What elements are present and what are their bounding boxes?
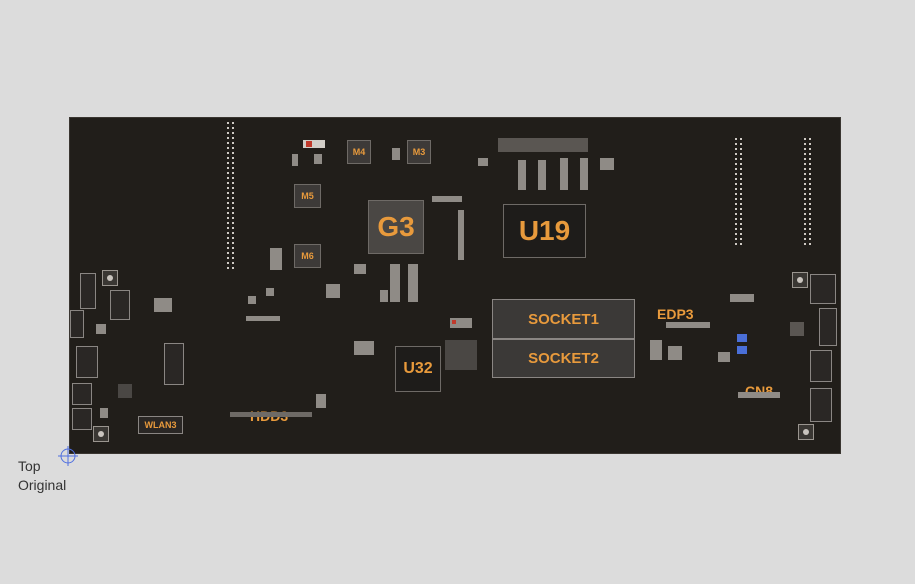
connector-right-4[interactable]: [810, 388, 832, 422]
component: [668, 346, 682, 360]
socket2[interactable]: SOCKET2: [492, 339, 635, 378]
component: [738, 392, 780, 398]
component: [790, 322, 804, 336]
chip-m5[interactable]: M5: [294, 184, 321, 208]
connector-left-3[interactable]: [76, 346, 98, 378]
chip-g3[interactable]: G3: [368, 200, 424, 254]
pcb-board[interactable]: G3 U19 U32 M4 M3 M5 M6 SOCKET1 SOCKET2 E…: [69, 117, 841, 454]
chip-m6[interactable]: M6: [294, 244, 321, 268]
connector-right-1[interactable]: [810, 274, 836, 304]
component-blue: [737, 334, 747, 342]
component: [560, 158, 568, 190]
view-mode-label: Original: [18, 477, 67, 493]
connector-right-3[interactable]: [810, 350, 832, 382]
label-edp3[interactable]: EDP3: [657, 306, 694, 322]
view-side-label: Top: [18, 458, 41, 474]
component: [650, 340, 662, 360]
pin-header-right-a: [735, 138, 737, 248]
component: [538, 160, 546, 190]
component: [580, 158, 588, 190]
component: [458, 210, 464, 260]
component: [354, 264, 366, 274]
component: [380, 290, 388, 302]
ic-left-long[interactable]: [164, 343, 184, 385]
component: [248, 296, 256, 304]
mount-hole-right-top: [792, 272, 808, 288]
component: [392, 148, 400, 160]
component: [246, 316, 280, 321]
component: [326, 284, 340, 298]
component: [718, 352, 730, 362]
mount-hole-left-top: [102, 270, 118, 286]
component: [316, 394, 326, 408]
component: [354, 341, 374, 355]
chip-m3[interactable]: M3: [407, 140, 431, 164]
resistor: [303, 140, 325, 148]
component: [666, 322, 710, 328]
component: [600, 158, 614, 170]
component: [518, 160, 526, 190]
component: [432, 196, 462, 202]
connector-wlan3[interactable]: WLAN3: [138, 416, 183, 434]
connector-left-4[interactable]: [72, 383, 92, 405]
component: [730, 294, 754, 302]
chip-u32[interactable]: U32: [395, 346, 441, 392]
pin-header-right-b: [740, 138, 742, 248]
pin-header-right-c: [804, 138, 806, 248]
component: [408, 264, 418, 302]
component: [230, 412, 312, 417]
component: [390, 264, 400, 302]
component: [498, 138, 588, 152]
connector-right-2[interactable]: [819, 308, 837, 346]
component: [100, 408, 108, 418]
component: [154, 298, 172, 312]
component: [118, 384, 132, 398]
connector-left-1[interactable]: [80, 273, 96, 309]
connector-left-5[interactable]: [72, 408, 92, 430]
component: [270, 248, 282, 270]
component: [478, 158, 488, 166]
component-blue: [737, 346, 747, 354]
component-red: [306, 141, 312, 147]
mount-hole-left-bottom: [93, 426, 109, 442]
chip-u19[interactable]: U19: [503, 204, 586, 258]
socket1[interactable]: SOCKET1: [492, 299, 635, 339]
pin-header-left-b: [232, 122, 234, 272]
label-wlan3: WLAN3: [144, 420, 177, 430]
connector-left-2[interactable]: [70, 310, 84, 338]
pin-header-left: [227, 122, 229, 272]
view-indicator: Top Original: [18, 457, 66, 495]
component: [292, 154, 298, 166]
pin-header-right-d: [809, 138, 811, 248]
mount-hole-right-bottom: [798, 424, 814, 440]
component: [450, 318, 472, 328]
component: [445, 340, 477, 370]
chip-m4[interactable]: M4: [347, 140, 371, 164]
component: [96, 324, 106, 334]
origin-crosshair-icon: [58, 446, 78, 466]
component: [266, 288, 274, 296]
component-red: [452, 320, 456, 324]
component: [314, 154, 322, 164]
ic-left-sop[interactable]: [110, 290, 130, 320]
